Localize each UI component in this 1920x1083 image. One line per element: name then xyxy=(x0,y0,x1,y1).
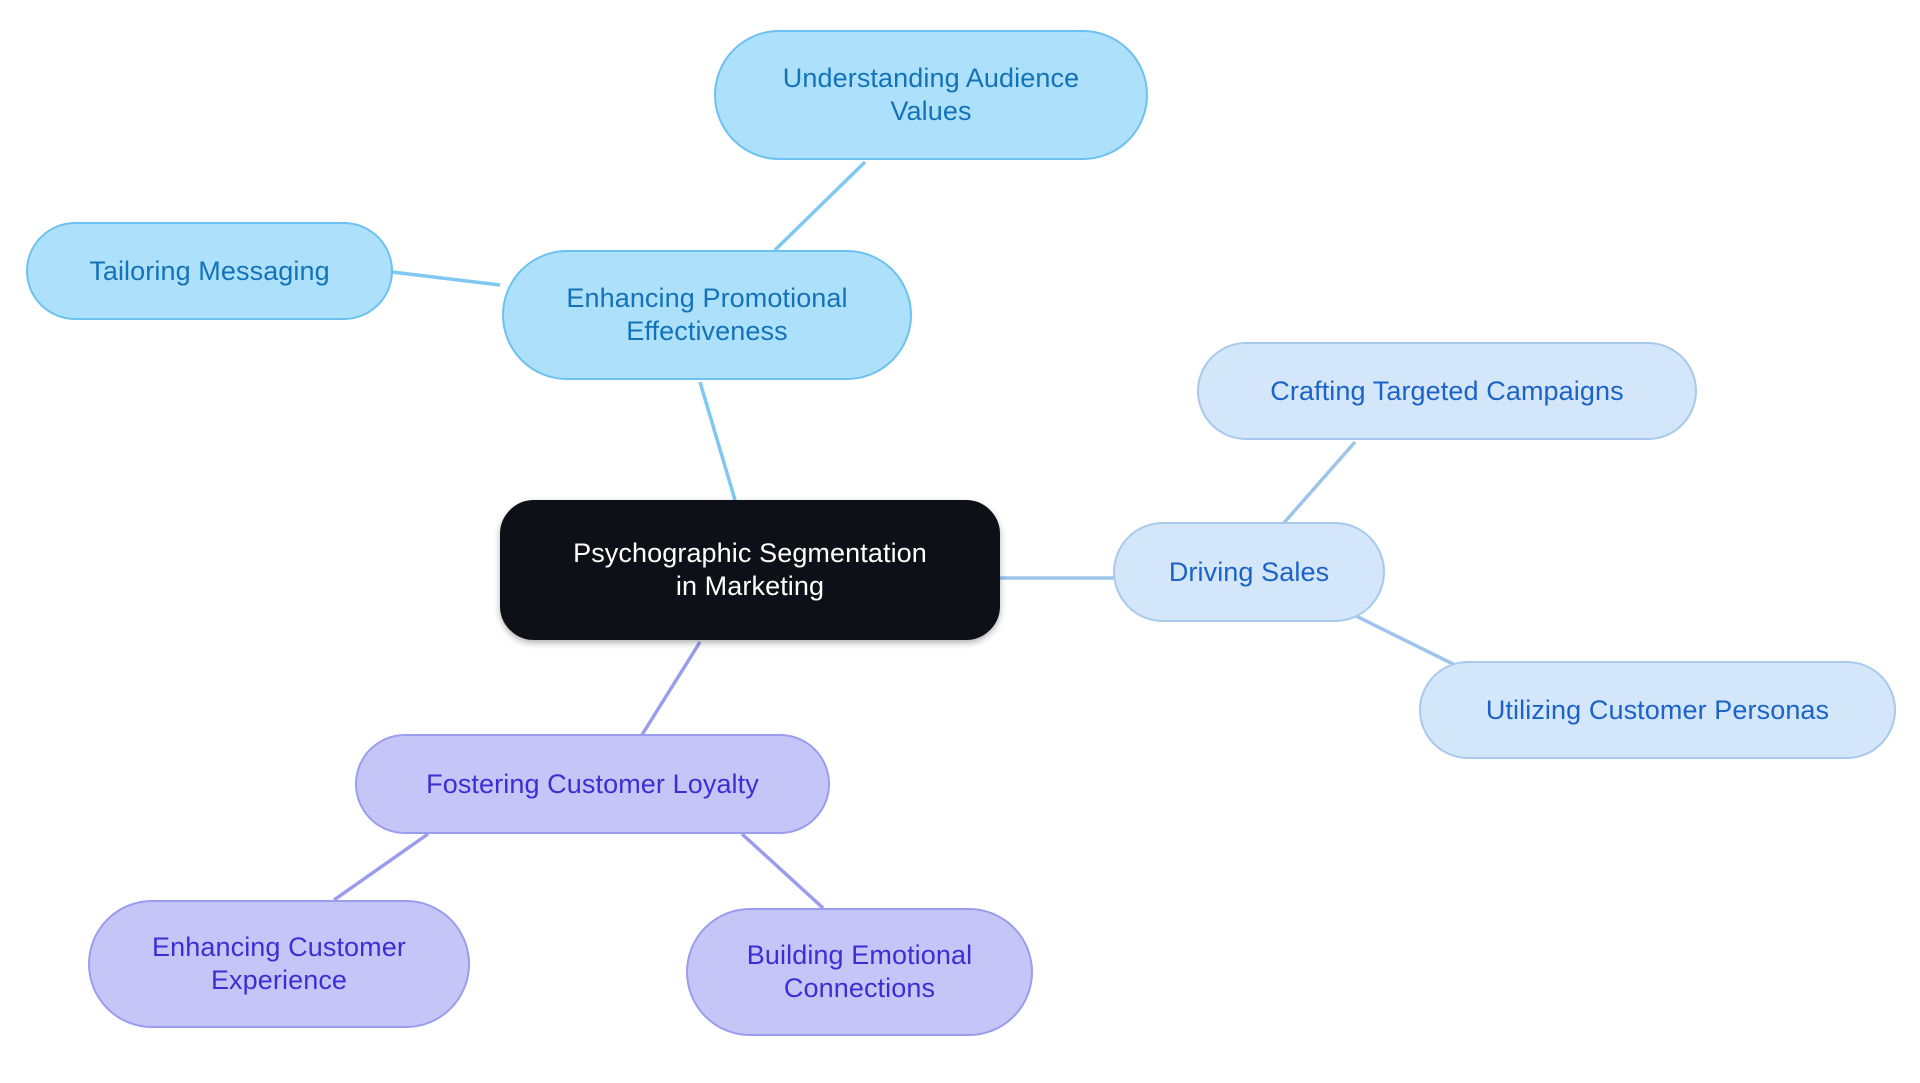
mindmap-node-building-emotional-connections[interactable]: Building Emotional Connections xyxy=(686,908,1033,1036)
connector-fostering-customer-loyalty-to-building-emotional-connections xyxy=(740,832,825,910)
connector-driving-sales-to-utilizing-customer-personas xyxy=(1347,610,1456,667)
connector-root-to-enhancing-promotional-effectiveness xyxy=(698,381,737,501)
connector-root-to-fostering-customer-loyalty xyxy=(638,641,702,739)
mindmap-node-enhancing-promotional-effectiveness[interactable]: Enhancing Promotional Effectiveness xyxy=(502,250,912,380)
mindmap-node-enhancing-customer-experience[interactable]: Enhancing Customer Experience xyxy=(88,900,470,1028)
connector-driving-sales-to-crafting-targeted-campaigns xyxy=(1281,440,1357,526)
mindmap-node-fostering-customer-loyalty[interactable]: Fostering Customer Loyalty xyxy=(355,734,830,834)
connector-fostering-customer-loyalty-to-enhancing-customer-experience xyxy=(332,832,430,902)
connector-enhancing-promotional-effectiveness-to-understanding-audience-values xyxy=(773,160,867,252)
mindmap-node-understanding-audience-values[interactable]: Understanding Audience Values xyxy=(714,30,1148,160)
mindmap-node-utilizing-customer-personas[interactable]: Utilizing Customer Personas xyxy=(1419,661,1896,759)
mindmap-node-tailoring-messaging[interactable]: Tailoring Messaging xyxy=(26,222,393,320)
mindmap-node-driving-sales[interactable]: Driving Sales xyxy=(1113,522,1385,622)
connector-enhancing-promotional-effectiveness-to-tailoring-messaging xyxy=(391,270,501,287)
mindmap-node-crafting-targeted-campaigns[interactable]: Crafting Targeted Campaigns xyxy=(1197,342,1697,440)
mindmap-node-root[interactable]: Psychographic Segmentation in Marketing xyxy=(500,500,1000,640)
